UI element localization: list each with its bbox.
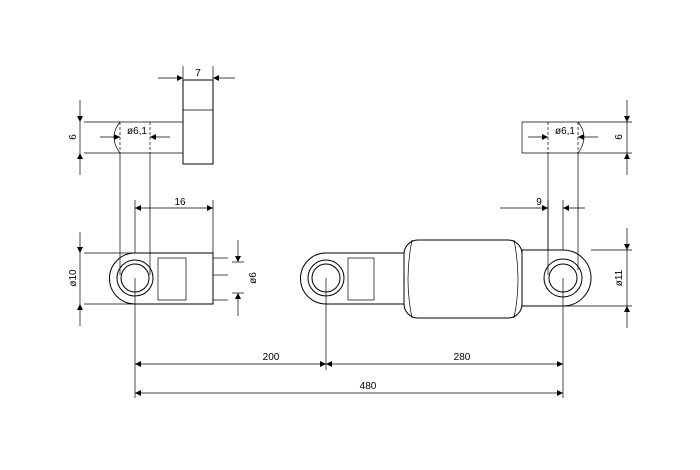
dim-right-bore: ø6,1 — [555, 126, 575, 137]
dim-right-eye-length: 9 — [536, 197, 542, 208]
cylinder-tube — [403, 239, 523, 319]
top-rod-block — [182, 79, 214, 165]
dim-right-thickness: 6 — [614, 134, 625, 140]
dim-left-eye-height: ø10 — [68, 269, 79, 287]
right-side-view — [521, 100, 632, 275]
left-side-view — [77, 66, 235, 275]
length-dimensions — [134, 278, 564, 398]
dim-right-eye-height: ø11 — [614, 269, 625, 286]
dim-left-thickness: 6 — [68, 134, 79, 140]
dim-top-rod-width: 7 — [195, 68, 201, 79]
dim-left-bore: ø6,1 — [127, 126, 147, 137]
dim-left-rod-diameter: ø6 — [248, 272, 259, 284]
middle-rod-eye-view — [300, 252, 405, 305]
dim-left-eye-length: 16 — [174, 197, 186, 208]
cylinder-body — [403, 239, 523, 319]
left-rod-end-view — [77, 200, 244, 326]
right-eye-view — [500, 200, 632, 328]
dim-overall-length: 480 — [360, 381, 377, 392]
dim-extended-offset: 200 — [263, 352, 280, 363]
dim-compressed-length: 280 — [454, 352, 471, 363]
